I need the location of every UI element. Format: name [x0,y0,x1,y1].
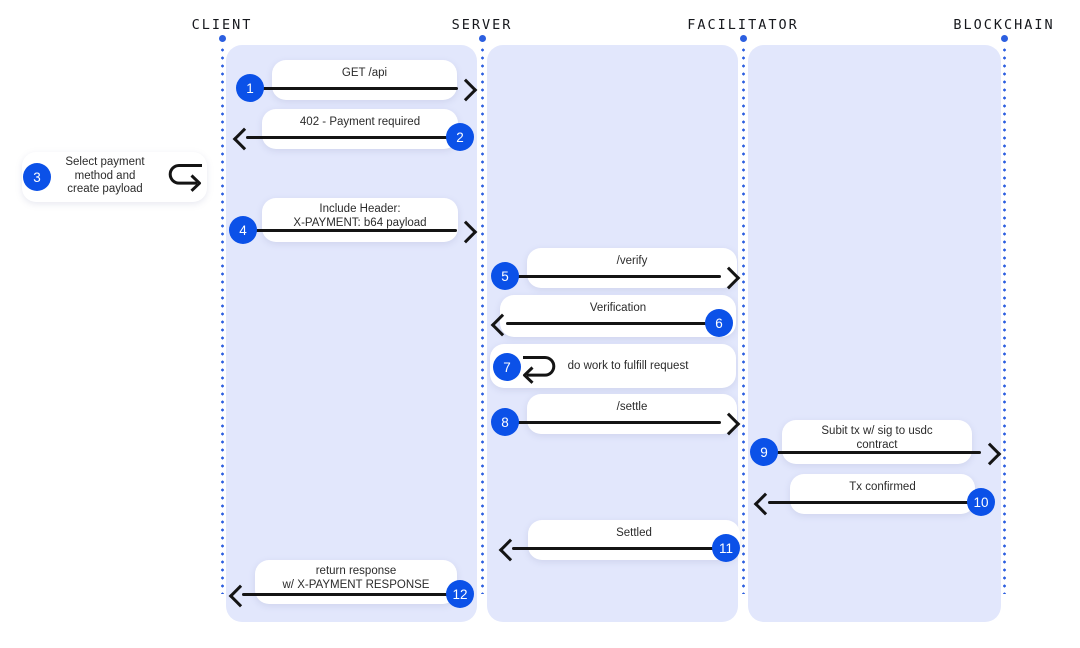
step-badge: 8 [491,408,519,436]
lane-label-server: SERVER [451,17,513,33]
message-arrow [242,592,458,596]
message-label: return response w/ X-PAYMENT RESPONSE [282,565,430,591]
step-badge: 12 [446,580,474,608]
self-loop-arrow-icon [523,356,556,384]
message-arrow [506,321,719,325]
lane-label-client: CLIENT [191,17,253,33]
message-bubble [527,248,737,288]
message-label: Settled [616,527,652,539]
message-arrow [507,420,721,424]
lifeline-facilitator [741,46,745,594]
step-badge: 4 [229,216,257,244]
message-arrow [512,546,724,550]
self-loop-arrow-icon [168,164,202,192]
step-badge: 10 [967,488,995,516]
message-label: /verify [616,255,648,267]
step-badge: 3 [23,163,51,191]
message-bubble [262,109,458,149]
step-badge: 11 [712,534,740,562]
message-arrow [245,228,457,232]
step-badge: 2 [446,123,474,151]
message-label: do work to fulfill request [567,360,689,372]
message-bubble [22,152,207,202]
lifeline-head-dot [739,35,747,42]
message-arrow [768,500,979,504]
step-badge: 1 [236,74,264,102]
lane-panel-facilitator-blockchain [748,45,1001,622]
message-bubble [782,420,972,464]
message-arrow [252,86,458,90]
lifeline-client [220,46,224,594]
message-label: Verification [589,302,647,314]
lifeline-head-dot [218,35,226,42]
message-bubble [272,60,457,100]
message-label: Include Header: X-PAYMENT: b64 payload [293,203,427,229]
lane-label-blockchain: BLOCKCHAIN [953,17,1055,33]
step-badge: 7 [493,353,521,381]
message-bubble [790,474,975,514]
message-bubble [500,295,736,337]
message-bubble [255,560,457,604]
message-bubble [528,520,740,560]
message-arrow [766,450,981,454]
lifeline-blockchain [1002,46,1006,594]
message-label: 402 - Payment required [299,116,421,128]
step-badge: 5 [491,262,519,290]
message-bubble [527,394,737,434]
lane-label-facilitator: FACILITATOR [687,17,799,33]
step-badge: 9 [750,438,778,466]
message-label: GET /api [341,67,388,79]
message-label: Tx confirmed [849,481,916,493]
message-label: Select payment method and create payload [65,156,145,196]
lifeline-server [480,46,484,594]
step-badge: 6 [705,309,733,337]
lifeline-head-dot [478,35,486,42]
message-label: Subit tx w/ sig to usdc contract [821,425,933,451]
message-arrow [246,135,458,139]
message-arrow [507,274,721,278]
message-label: /settle [616,401,648,413]
message-bubble [262,198,458,242]
lifeline-head-dot [1000,35,1008,42]
